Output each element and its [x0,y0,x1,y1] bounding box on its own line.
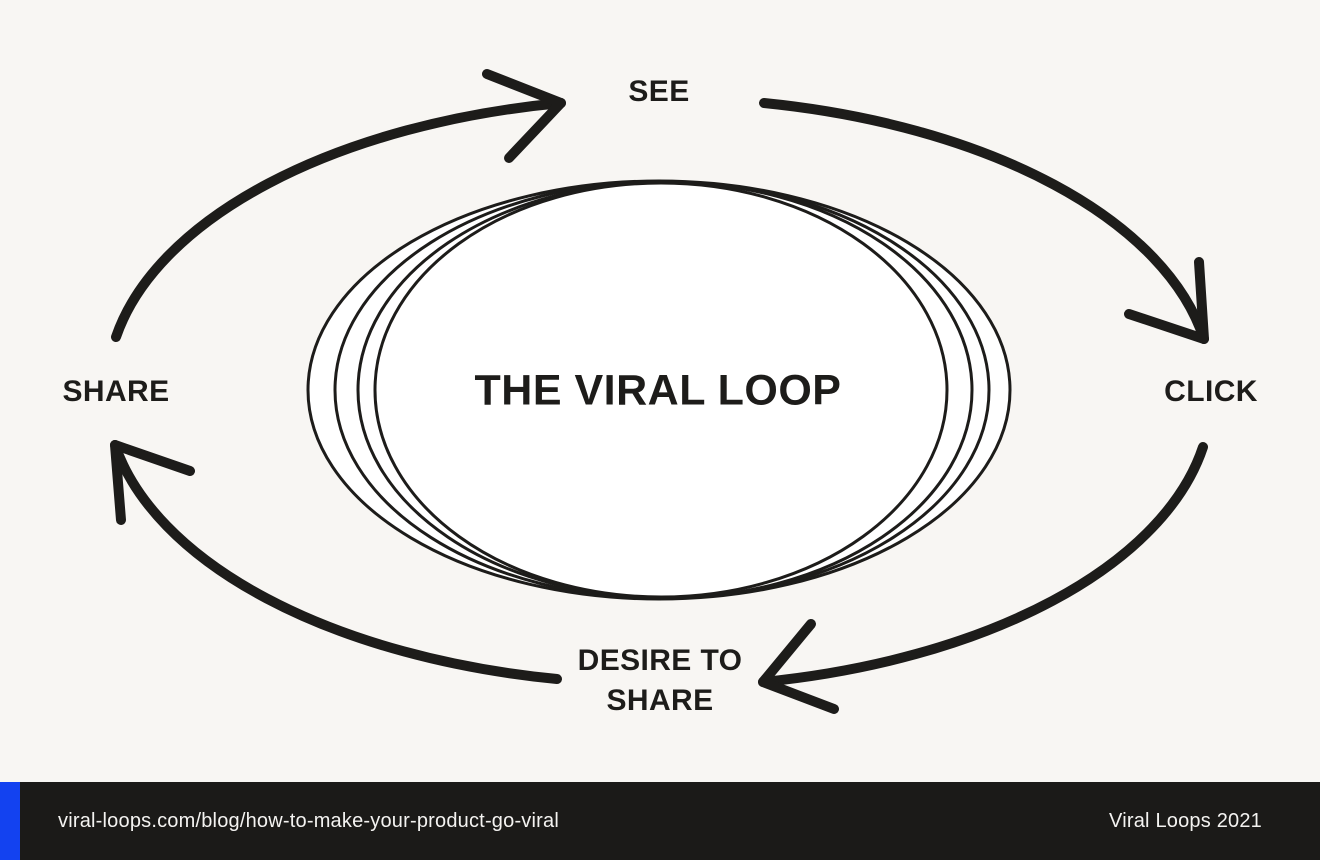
arrowhead-right-icon [482,69,566,163]
loop-diagram-graphic [110,69,1209,714]
diagram-title: THE VIRAL LOOP [474,366,842,415]
step-label-desire-to-share: DESIRE TO SHARE [577,644,743,717]
arc-click-to-desire [758,442,1208,687]
step-label-share: SHARE [62,375,170,408]
footer-credit: Viral Loops 2021 [1109,809,1262,832]
footer-bar: viral-loops.com/blog/how-to-make-your-pr… [0,782,1320,860]
step-label-click: CLICK [1164,375,1258,408]
arrowhead-up-left-icon [110,440,195,525]
arc-share-to-see [111,98,566,342]
footer-url: viral-loops.com/blog/how-to-make-your-pr… [58,809,559,832]
loop-ellipse-inner [373,181,949,599]
arc-see-to-click [759,98,1209,344]
arc-desire-to-share [110,440,562,684]
arrowhead-down-icon [1124,257,1209,344]
arrowhead-left-icon [758,619,839,714]
diagram-canvas: THE VIRAL LOOP SEE CLICK DESIRE TO SHARE… [62,69,1258,717]
footer-accent-stripe [0,782,20,860]
step-label-see: SEE [628,75,690,108]
